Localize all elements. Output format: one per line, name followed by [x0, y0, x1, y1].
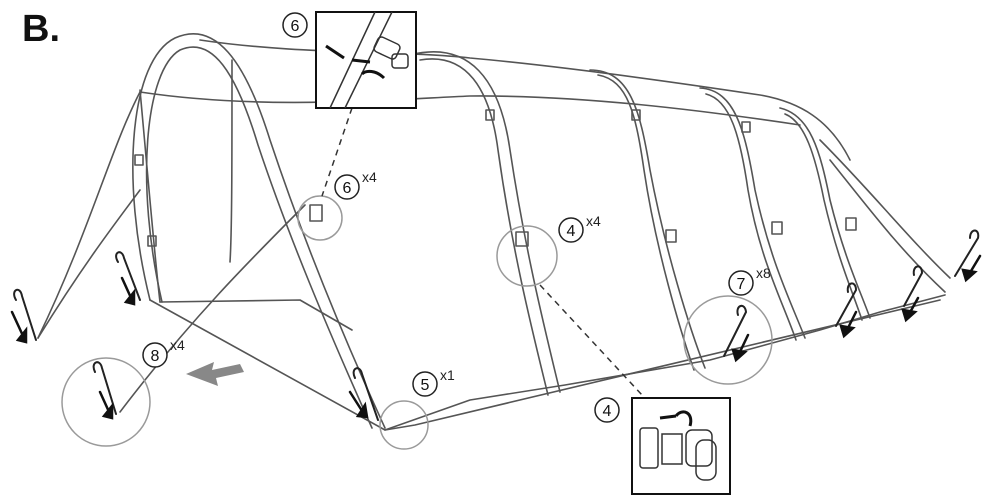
detail-ring-8 — [61, 357, 151, 447]
guy-line-left-1 — [37, 91, 141, 339]
callout-circle-4-bottom — [594, 397, 620, 423]
peg-3 — [352, 367, 379, 421]
detail-ring-7 — [683, 295, 773, 385]
callout-num-7: 7 — [737, 276, 746, 293]
callout-num-4-bottom: 4 — [603, 403, 612, 420]
callout-qty-4: x4 — [586, 213, 601, 229]
callout-circle-7 — [728, 270, 754, 296]
callout-qty-6: x4 — [362, 169, 377, 185]
callout-num-5: 5 — [421, 377, 430, 394]
peg-7 — [954, 229, 980, 277]
peg-5 — [835, 282, 858, 327]
detail-ring-4 — [496, 225, 558, 287]
callout-num-4: 4 — [567, 223, 576, 240]
guy-line-left-2 — [119, 204, 306, 413]
callout-circle-4 — [558, 217, 584, 243]
callout-circle-8 — [142, 342, 168, 368]
peg-1 — [13, 288, 37, 341]
pole-4 — [699, 87, 806, 339]
peg-8 — [92, 361, 117, 415]
callout-circle-6-top — [282, 12, 308, 38]
detail-ring-5 — [379, 400, 429, 450]
inset-detail-4 — [631, 397, 731, 495]
callout-qty-7: x8 — [756, 265, 771, 281]
peg-2 — [115, 251, 141, 301]
detail-ring-6 — [297, 195, 343, 241]
peg-4 — [723, 304, 748, 357]
peg-6 — [903, 265, 924, 307]
callout-num-8: 8 — [151, 348, 160, 365]
front-door-frame — [139, 89, 161, 303]
roof-ridge — [199, 39, 851, 161]
pole-2 — [409, 51, 561, 393]
inset-detail-6 — [315, 11, 417, 109]
callout-qty-5: x1 — [440, 367, 455, 383]
callout-circle-5 — [412, 371, 438, 397]
guy-line-right-1 — [819, 139, 951, 279]
front-arch-pole-inner — [145, 46, 373, 429]
front-arch-pole — [132, 32, 386, 429]
callout-circle-6 — [334, 174, 360, 200]
ground-skirt — [149, 294, 946, 431]
pole-3 — [589, 69, 706, 369]
callout-num-6-top: 6 — [291, 18, 300, 35]
step-title: B. — [22, 8, 60, 50]
callout-num-6: 6 — [343, 180, 352, 197]
direction-arrow — [186, 362, 244, 386]
pole-5 — [779, 107, 871, 319]
callout-qty-8: x4 — [170, 337, 185, 353]
